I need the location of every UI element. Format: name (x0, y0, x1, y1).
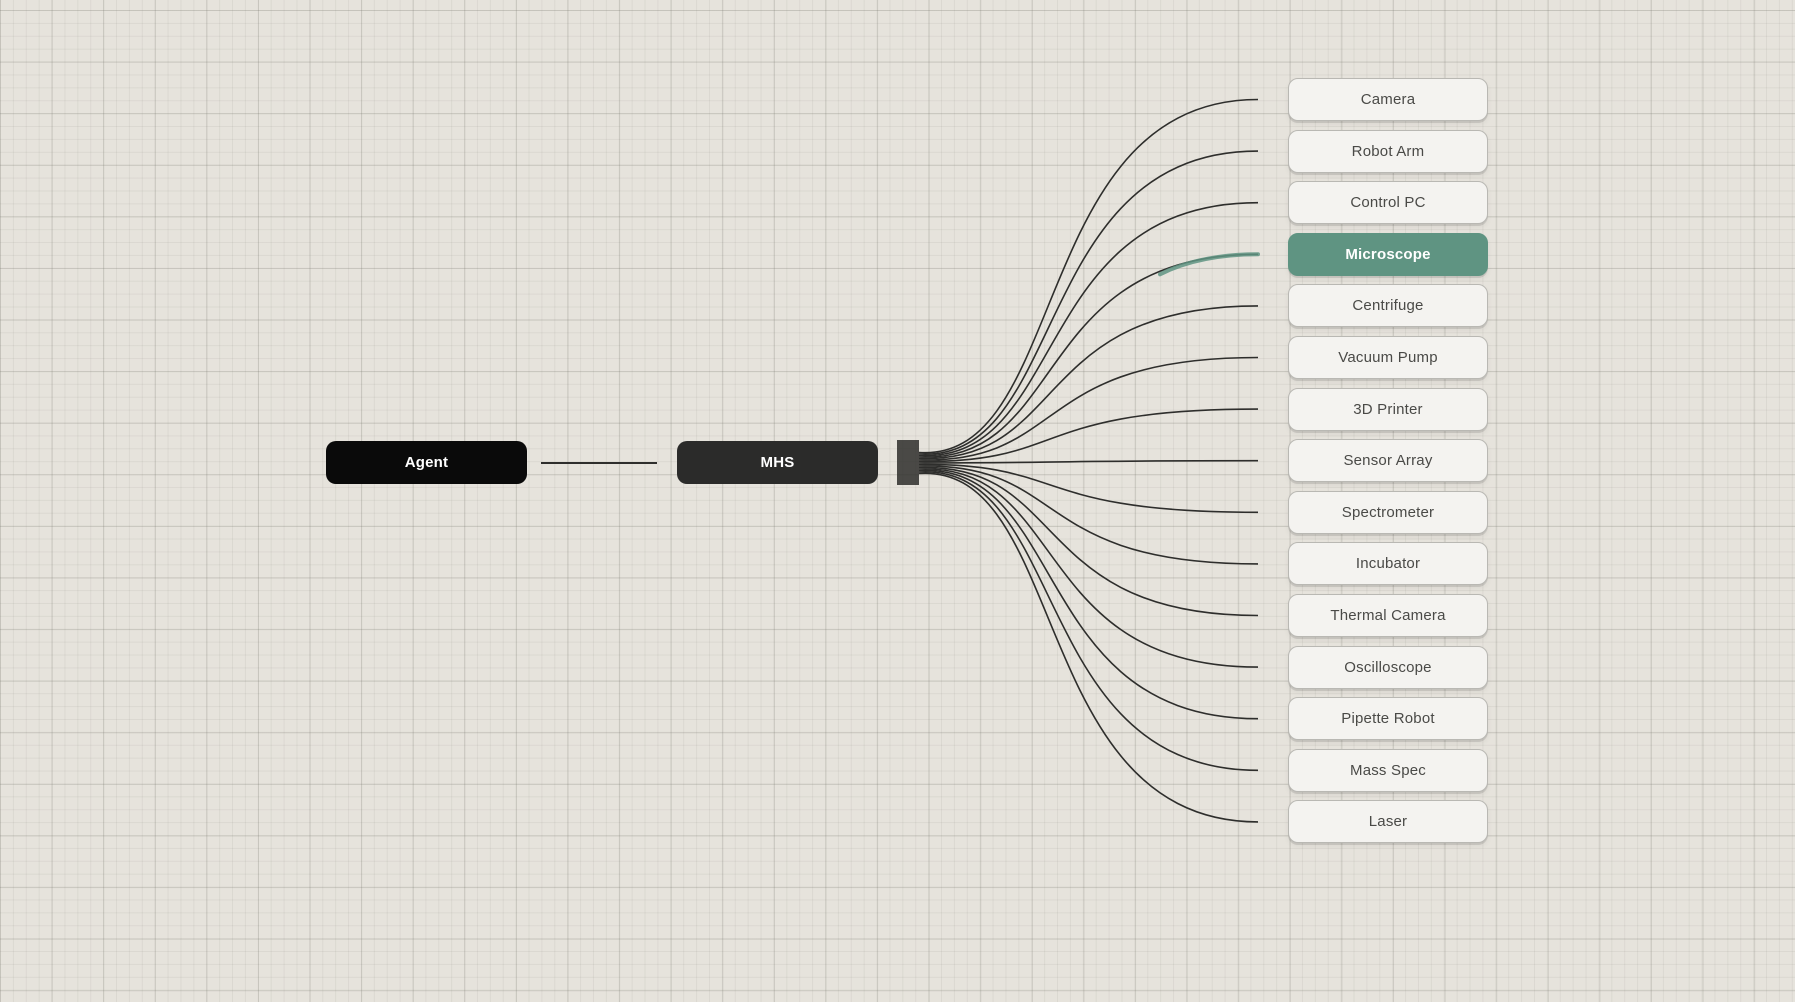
device-label: Oscilloscope (1344, 658, 1432, 676)
device-node-laser[interactable]: Laser (1288, 800, 1488, 844)
device-node-mass-spec[interactable]: Mass Spec (1288, 748, 1488, 792)
device-label: Robot Arm (1351, 142, 1425, 160)
device-label: Thermal Camera (1330, 607, 1446, 624)
device-label: Spectrometer (1341, 503, 1435, 521)
wire-to-pipette-robot (918, 469, 1259, 720)
mhs-label: MHS (760, 454, 795, 471)
wire-to-sensor-array (918, 459, 1259, 464)
device-node-thermal-camera[interactable]: Thermal Camera (1288, 594, 1488, 637)
device-node-oscilloscope[interactable]: Oscilloscope (1288, 645, 1488, 689)
wire-to-mass-spec (918, 471, 1259, 772)
device-node-vacuum-pump[interactable]: Vacuum Pump (1288, 336, 1488, 379)
device-label: Incubator (1355, 555, 1421, 573)
wire-to-centrifuge (918, 305, 1259, 460)
fan-wires (918, 98, 1260, 823)
wire-to-control-pc (918, 201, 1259, 457)
device-node-sensor-array[interactable]: Sensor Array (1288, 439, 1488, 483)
device-node-control-pc[interactable]: Control PC (1288, 181, 1488, 225)
wire-to-incubator (918, 465, 1259, 565)
device-label: Pipette Robot (1341, 710, 1435, 728)
device-node-microscope[interactable]: Microscope (1288, 232, 1488, 276)
device-node-incubator[interactable]: Incubator (1288, 542, 1488, 586)
wire-to-spectrometer (918, 463, 1259, 514)
device-label: 3D Printer (1353, 400, 1423, 418)
mhs-node[interactable]: MHS (677, 441, 878, 484)
wire-to-oscilloscope (918, 468, 1259, 668)
active-wire-highlight (1158, 252, 1260, 277)
wire-to-3d-printer (918, 408, 1259, 463)
device-label: Camera (1360, 91, 1416, 108)
device-label: Centrifuge (1352, 297, 1424, 315)
wire-to-laser (918, 472, 1259, 823)
wire-to-robot-arm (918, 150, 1259, 455)
device-node-3d-printer[interactable]: 3D Printer (1288, 387, 1488, 431)
wire-to-vacuum-pump (918, 356, 1259, 461)
device-node-spectrometer[interactable]: Spectrometer (1288, 490, 1488, 534)
mhs-fan-junction (897, 440, 919, 485)
wire-to-thermal-camera (918, 466, 1259, 617)
device-label: Control PC (1350, 194, 1426, 212)
device-node-camera[interactable]: Camera (1288, 78, 1488, 121)
device-label: Vacuum Pump (1338, 349, 1438, 366)
wire-to-camera (918, 98, 1259, 454)
agent-node[interactable]: Agent (326, 441, 527, 484)
wire-to-microscope (918, 253, 1259, 458)
device-label: Mass Spec (1350, 761, 1426, 779)
device-node-pipette-robot[interactable]: Pipette Robot (1288, 697, 1488, 741)
device-node-centrifuge[interactable]: Centrifuge (1288, 284, 1488, 328)
device-label: Sensor Array (1343, 452, 1433, 470)
device-node-robot-arm[interactable]: Robot Arm (1288, 129, 1488, 173)
device-label: Microscope (1345, 245, 1431, 263)
agent-label: Agent (404, 454, 449, 471)
device-label: Laser (1368, 813, 1408, 831)
